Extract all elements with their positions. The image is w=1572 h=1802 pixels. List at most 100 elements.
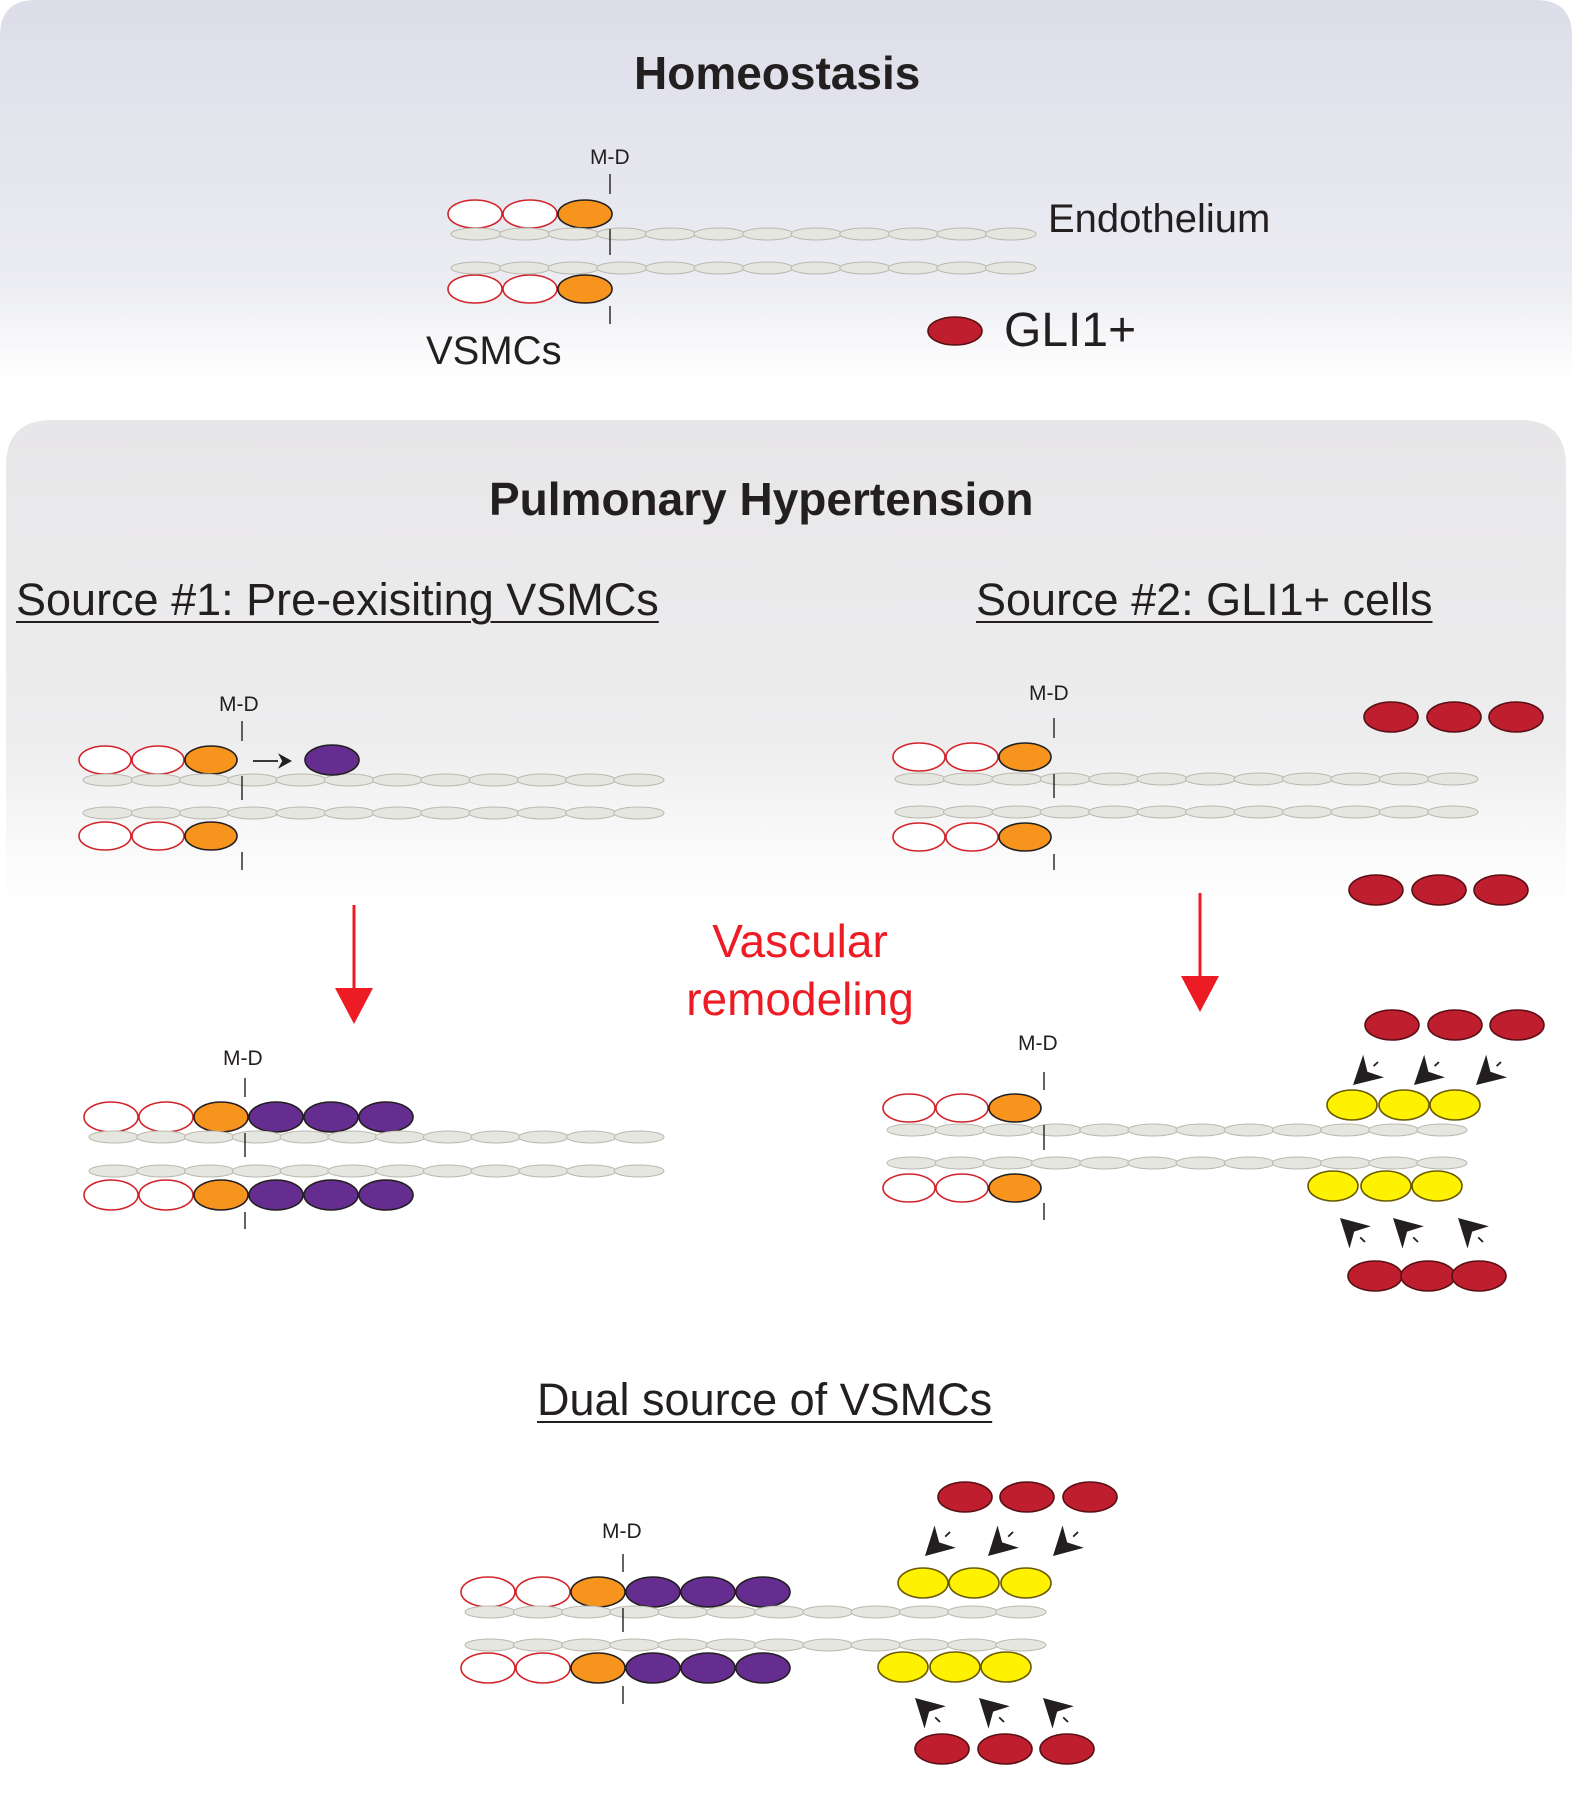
s1-bottom-endothelial-cell (422, 1164, 474, 1178)
s1-top-vsmc-cell (184, 745, 238, 775)
s1-top-bottom-vsmc-unlabeled (78, 821, 132, 851)
s2-bottom-endothelial-cell (982, 1123, 1034, 1137)
s1-bottom-endothelial-cell (422, 1130, 474, 1144)
s2-top-endothelial-cell (1281, 805, 1334, 819)
s1-bottom-endothelial-cell (327, 1130, 378, 1144)
s2-bottom-endothelial-cell (1416, 1156, 1468, 1170)
s2-bottom-endothelial-cell (1127, 1123, 1179, 1137)
homeostasis-endothelial-cell (839, 261, 891, 275)
s2-top-endothelial-cell (1039, 772, 1092, 786)
s1-bottom-endothelial-cell (279, 1164, 331, 1178)
s1-top-vsmc-unlabeled (78, 745, 132, 775)
s1-bottom-vsmc-cell (303, 1101, 359, 1133)
s1-top-endothelial-cell (275, 773, 327, 787)
md-label-dual: M-D (602, 1520, 642, 1543)
s1-bottom-endothelial-cell (327, 1164, 378, 1178)
s1-bottom-endothelial-cell (184, 1130, 235, 1144)
s1-bottom-bottom-vsmc-cell (303, 1179, 359, 1211)
s2-remodeling-arrow-head (1181, 976, 1219, 1012)
s1-bottom-vsmc-unlabeled (138, 1101, 194, 1133)
s2-top-endothelial-cell (1233, 772, 1285, 786)
s1-bottom-bottom-vsmc-cell (248, 1179, 304, 1211)
dual-bottom-vsmc-unlabeled (515, 1652, 571, 1684)
s2-top-endothelial-cell (1039, 805, 1092, 819)
s2-bottom-endothelial-cell (1416, 1123, 1468, 1137)
s2-top-bottom-vsmc-cell (998, 822, 1052, 852)
dual-endothelial-cell (947, 1638, 999, 1652)
homeostasis-endothelial-cell (742, 227, 794, 241)
s2-bottom-bottom-vsmc-unlabeled (882, 1173, 936, 1203)
ph-title: Pulmonary Hypertension (489, 473, 1034, 525)
s1-top-bottom-vsmc-unlabeled (131, 821, 185, 851)
homeostasis-endothelial-cell (984, 227, 1037, 241)
dual-top-vsmc-cell (735, 1576, 791, 1608)
homeostasis-endothelial-cell (936, 261, 988, 275)
s2-bottom-vsmc-unlabeled (882, 1093, 936, 1123)
s1-top-endothelial-cell (516, 806, 568, 820)
dual-bottom-vsmc-cell (570, 1652, 626, 1684)
dual-source-title: Dual source of VSMCs (537, 1374, 993, 1425)
homeostasis-endothelial-cell (596, 261, 648, 275)
homeostasis-endothelial-cell (790, 227, 843, 241)
s2-top-endothelial-cell (1088, 805, 1140, 819)
s2-recruitment-arrow-shaft (1372, 1061, 1379, 1067)
s1-bottom-endothelial-cell (184, 1164, 235, 1178)
dual-recruitment-arrow-head (988, 1525, 1019, 1556)
s1-top-endothelial-cell (82, 806, 134, 820)
endothelium-label: Endothelium (1048, 197, 1271, 241)
s2-recruitment-arrow-shaft (1359, 1236, 1366, 1243)
dual-endothelial-cell (464, 1638, 516, 1652)
s2-top-endothelial-cell (1281, 772, 1334, 786)
s1-top-endothelial-cell (420, 773, 472, 787)
s2-gli1-derived-vsmc (1411, 1170, 1463, 1202)
s1-top-endothelial-cell (565, 806, 617, 820)
s1-bottom-endothelial-cell (136, 1130, 187, 1144)
dual-gli1-derived-vsmc (897, 1567, 949, 1599)
s2-top-endothelial-cell (894, 805, 946, 819)
md-label-s2-bottom: M-D (1018, 1032, 1058, 1055)
homeostasis-endothelial-cell (839, 227, 891, 241)
s1-bottom-endothelial-cell (470, 1130, 522, 1144)
s2-gli1-cell (1473, 874, 1529, 906)
dual-endothelial-cell (609, 1638, 661, 1652)
s2-bottom-bottom-vsmc-unlabeled (935, 1173, 989, 1203)
s2-bottom-endothelial-cell (934, 1123, 986, 1137)
s2-bottom-endothelial-cell (1223, 1156, 1275, 1170)
dual-endothelial-cell (609, 1605, 661, 1619)
s2-top-endothelial-cell (991, 805, 1043, 819)
dual-recruitment-arrow-head (1053, 1525, 1084, 1556)
dual-recruitment-arrow-shaft (944, 1531, 951, 1538)
s2-gli1-cell (1451, 1260, 1507, 1292)
dual-gli1-derived-vsmc (1000, 1567, 1052, 1599)
s2-gli1-cell (1348, 874, 1404, 906)
s2-top-endothelial-cell (1185, 805, 1237, 819)
dual-endothelial-cell (995, 1638, 1047, 1652)
s2-bottom-endothelial-cell (1368, 1123, 1420, 1137)
s2-top-endothelial-cell (1378, 772, 1431, 786)
dual-endothelial-cell (512, 1638, 564, 1652)
s2-bottom-endothelial-cell (1175, 1156, 1227, 1170)
s1-bottom-endothelial-cell (231, 1164, 283, 1178)
dual-bottom-vsmc-cell (735, 1652, 791, 1684)
s1-bottom-vsmc-cell (193, 1101, 249, 1133)
dual-bottom-vsmc-cell (680, 1652, 736, 1684)
homeostasis-endothelial-cell (499, 227, 551, 241)
s1-top-endothelial-cell (613, 806, 665, 820)
homeostasis-endothelial-cell (887, 261, 940, 275)
s2-recruitment-arrow-shaft (1433, 1061, 1440, 1067)
s1-bottom-bottom-vsmc-unlabeled (138, 1179, 194, 1211)
s2-gli1-cell (1400, 1260, 1456, 1292)
dual-endothelial-cell (802, 1638, 854, 1652)
homeostasis-endothelial-cell (499, 261, 551, 275)
dual-endothelial-cell (995, 1605, 1047, 1619)
s1-top-endothelial-cell (323, 773, 375, 787)
dual-endothelial-cell (705, 1638, 757, 1652)
ph-panel (6, 420, 1566, 1130)
s1-bottom-bottom-vsmc-cell (193, 1179, 249, 1211)
s2-top-vsmc-cell (998, 742, 1052, 772)
s2-top-endothelial-cell (942, 805, 995, 819)
dual-recruitment-arrow-shaft (1072, 1531, 1079, 1538)
s2-top-endothelial-cell (1136, 805, 1188, 819)
s1-bottom-endothelial-cell (566, 1164, 617, 1178)
s2-top-endothelial-cell (1185, 772, 1237, 786)
